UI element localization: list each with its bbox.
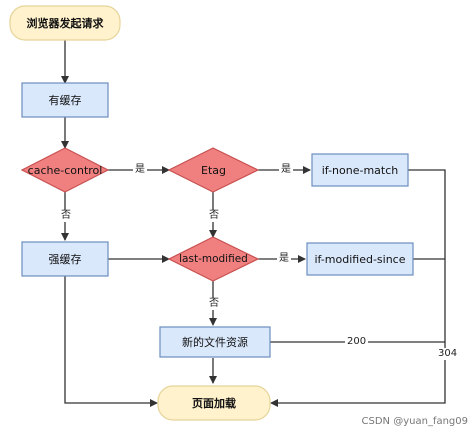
node-start bbox=[9, 5, 121, 41]
edge-label-yes-if-modified-since: 是 bbox=[277, 253, 291, 265]
edge-label-yes-etag: 是 bbox=[133, 164, 147, 176]
watermark: CSDN @yuan_fang09 bbox=[361, 416, 468, 427]
edge-label-304: 304 bbox=[436, 348, 460, 360]
edge-label-no-strong-cache: 否 bbox=[59, 210, 73, 222]
edge-strong-cache-to-page-load bbox=[64, 276, 158, 407]
node-has-cache bbox=[21, 82, 109, 118]
edge-label-200: 200 bbox=[345, 336, 369, 348]
edge-if-none-match-304 bbox=[270, 169, 446, 407]
node-page-load bbox=[157, 385, 271, 421]
node-etag bbox=[167, 147, 260, 193]
edge-label-no-new-resource: 否 bbox=[207, 298, 221, 310]
node-new-resource bbox=[159, 326, 271, 358]
node-strong-cache bbox=[21, 241, 109, 277]
node-last-modified bbox=[167, 236, 260, 282]
edge-label-no-last-modified: 否 bbox=[207, 210, 221, 222]
edge-label-yes-if-none-match: 是 bbox=[279, 164, 293, 176]
node-if-none-match bbox=[311, 153, 409, 187]
node-cache-control bbox=[20, 147, 110, 193]
node-if-modified-since bbox=[306, 242, 414, 276]
